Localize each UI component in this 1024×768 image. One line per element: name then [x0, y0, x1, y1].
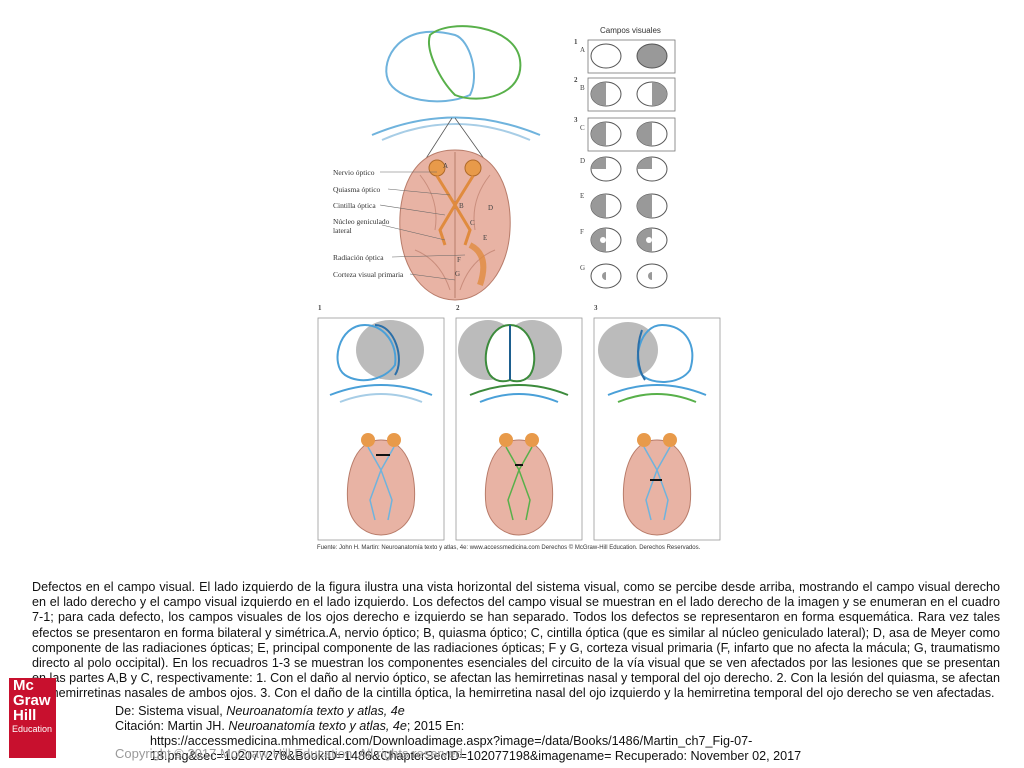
- label-optic-tract: Cintilla óptica: [333, 201, 376, 210]
- svg-text:C: C: [580, 124, 585, 132]
- visual-system-figure: Nervio óptico Quiasma óptico Cintilla óp…: [317, 25, 721, 541]
- visual-fields-table: Campos visuales 1 A 2 B 3 C D E: [574, 26, 676, 289]
- svg-text:F: F: [580, 228, 584, 236]
- svg-text:D: D: [580, 157, 585, 165]
- figure-source-note: Fuente: John H. Martin: Neuroanatomía te…: [317, 545, 701, 551]
- citation-cite: Citación: Martin JH. Neuroanatomía texto…: [115, 719, 465, 733]
- svg-text:2: 2: [456, 304, 460, 312]
- mcgraw-hill-logo: Mc Graw Hill Education: [9, 678, 56, 758]
- anatomy-labels: Nervio óptico Quiasma óptico Cintilla óp…: [333, 168, 404, 279]
- svg-text:E: E: [580, 192, 584, 200]
- label-pointers: [379, 171, 466, 281]
- svg-text:2: 2: [574, 76, 578, 84]
- label-optic-radiation: Radiación óptica: [333, 253, 384, 262]
- citation-from: De: Sistema visual, Neuroanatomía texto …: [115, 704, 405, 718]
- label-visual-cortex: Corteza visual primaria: [333, 270, 404, 279]
- field-arc-blue: [371, 116, 541, 136]
- svg-text:3: 3: [574, 116, 578, 124]
- label-optic-chiasm: Quiasma óptico: [333, 185, 381, 194]
- lesion-panel-1: 1: [317, 304, 445, 541]
- svg-text:C: C: [470, 219, 475, 227]
- svg-text:1: 1: [318, 304, 322, 312]
- lesion-panel-3: 3: [593, 304, 721, 541]
- label-optic-nerve: Nervio óptico: [333, 168, 375, 177]
- svg-text:G: G: [455, 270, 460, 278]
- citation-url-1[interactable]: https://accessmedicina.mhmedical.com/Dow…: [150, 734, 753, 748]
- svg-text:B: B: [459, 202, 464, 210]
- label-lgn-1: Núcleo geniculado: [333, 217, 390, 226]
- visual-fields-title: Campos visuales: [600, 26, 661, 35]
- svg-text:D: D: [488, 204, 493, 212]
- lesion-letters: A B C D E F G: [443, 162, 493, 278]
- brain-ventral-view: [399, 117, 511, 301]
- svg-text:F: F: [457, 256, 461, 264]
- label-lgn-2: lateral: [333, 226, 352, 235]
- lesion-panel-2: 2: [455, 304, 583, 541]
- svg-text:3: 3: [594, 304, 598, 312]
- svg-text:A: A: [443, 162, 448, 170]
- citation-url-2[interactable]: 18.png&sec=102077278&BookID=1486&Chapter…: [150, 749, 802, 763]
- svg-text:G: G: [580, 264, 585, 272]
- top-visual-fields: [385, 25, 522, 103]
- field-arc-lightblue: [381, 123, 531, 141]
- copyright-notice: Copyright © 2017 McGraw-Hill Education. …: [115, 746, 463, 761]
- figure-caption: Defectos en el campo visual. El lado izq…: [32, 580, 1000, 701]
- svg-text:B: B: [580, 84, 585, 92]
- svg-text:1: 1: [574, 38, 578, 46]
- svg-text:E: E: [483, 234, 487, 242]
- svg-text:A: A: [580, 46, 585, 54]
